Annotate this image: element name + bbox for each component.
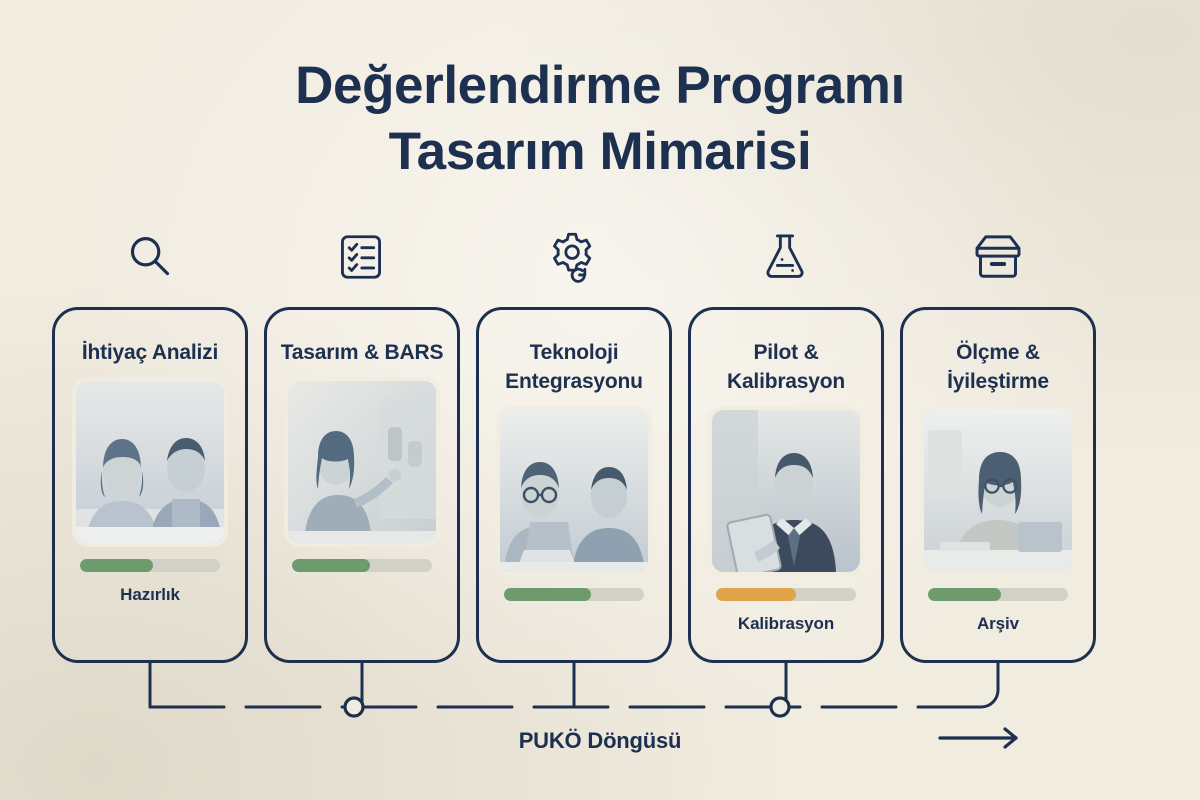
stage-card-photo <box>288 381 436 543</box>
stage-status-label: Kalibrasyon <box>737 614 835 633</box>
stage-card-pilot-kalibrasyon[interactable]: Pilot & Kalibrasyon <box>688 307 884 663</box>
stage-card-teknoloji-entegrasyonu[interactable]: Teknoloji Entegrasyonu <box>476 307 672 663</box>
stage-card-title: İhtiyaç Analizi <box>81 341 219 364</box>
stage-progress-fill <box>80 559 153 572</box>
stage-progress-track <box>716 588 856 601</box>
cycle-node <box>769 696 791 718</box>
connector-stem-5 <box>979 661 1000 709</box>
stage-card-ihtiyac-analizi[interactable]: İhtiyaç Analizi <box>52 307 248 663</box>
stage-card-photo <box>924 410 1072 572</box>
stage-progress-fill <box>292 559 371 572</box>
stage-progress-fill <box>928 588 1001 601</box>
stage-card-title: Teknoloji Entegrasyonu <box>505 341 643 393</box>
gear-refresh-icon <box>537 226 609 288</box>
stage-card-photo <box>500 410 648 572</box>
page-title: Değerlendirme Programı Tasarım Mimarisi <box>0 56 1200 182</box>
stage-progress-track <box>928 588 1068 601</box>
cycle-node <box>343 696 365 718</box>
stage-status-label: Hazırlık <box>120 585 180 604</box>
stage-card-olcme-iyilestirme[interactable]: Ölçme & İyileştirme <box>900 307 1096 663</box>
title-line-2: Tasarım Mimarisi <box>388 122 812 181</box>
stage-progress-fill <box>504 588 591 601</box>
stage-progress-fill <box>716 588 796 601</box>
stage-progress-track <box>292 559 432 572</box>
stage-status-label: Arşiv <box>976 614 1020 633</box>
cycle-label: PUKÖ Döngüsü <box>518 728 682 753</box>
stage-card-photo <box>712 410 860 572</box>
checklist-icon <box>325 226 397 288</box>
title-line-1: Değerlendirme Programı <box>295 56 905 115</box>
stage-card-title: Tasarım & BARS <box>280 341 444 364</box>
stage-progress-track <box>80 559 220 572</box>
stage-card-title: Pilot & Kalibrasyon <box>726 341 845 393</box>
flask-icon <box>749 226 821 288</box>
stage-card-tasarim-bars[interactable]: Tasarım & BARS <box>264 307 460 663</box>
stage-card-photo <box>76 381 224 543</box>
magnifier-icon <box>114 226 186 288</box>
archive-box-icon <box>962 226 1034 288</box>
stage-card-title: Ölçme & İyileştirme <box>947 341 1049 393</box>
stage-progress-track <box>504 588 644 601</box>
